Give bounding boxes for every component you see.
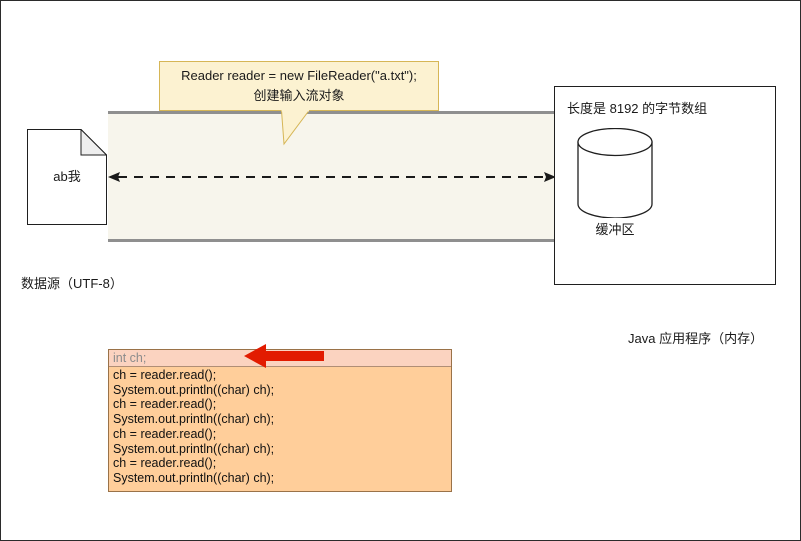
code-line: ch = reader.read(); <box>113 456 217 471</box>
data-source-document-text: ab我 <box>53 169 81 184</box>
code-block: int ch; ch = reader.read();System.out.pr… <box>108 349 452 492</box>
buffer-cylinder-label: 缓冲区 <box>595 222 635 237</box>
buffer-cylinder-icon <box>573 127 657 219</box>
code-body: ch = reader.read();System.out.println((c… <box>109 367 451 491</box>
byte-array-title: 长度是 8192 的字节数组 <box>567 101 708 116</box>
code-line: System.out.println((char) ch); <box>113 382 275 397</box>
callout-tail <box>280 109 321 146</box>
callout-line-1: Reader reader = new FileReader("a.txt"); <box>181 68 417 83</box>
data-source-caption: 数据源（UTF-8） <box>21 276 123 291</box>
data-source-document-icon <box>27 129 107 225</box>
code-line: ch = reader.read(); <box>113 426 217 441</box>
code-line: ch = reader.read(); <box>113 397 217 412</box>
code-line: System.out.println((char) ch); <box>113 441 275 456</box>
callout-bubble: Reader reader = new FileReader("a.txt");… <box>159 61 439 111</box>
code-line: ch = reader.read(); <box>113 368 217 382</box>
code-line: System.out.println((char) ch); <box>113 412 275 427</box>
stream-dashed-arrow <box>106 167 558 187</box>
java-application-caption: Java 应用程序（内存） <box>628 331 764 346</box>
red-emphasis-arrow-icon <box>244 342 324 370</box>
callout-line-2: 创建输入流对象 <box>253 88 345 103</box>
code-line: System.out.println((char) ch); <box>113 470 275 485</box>
